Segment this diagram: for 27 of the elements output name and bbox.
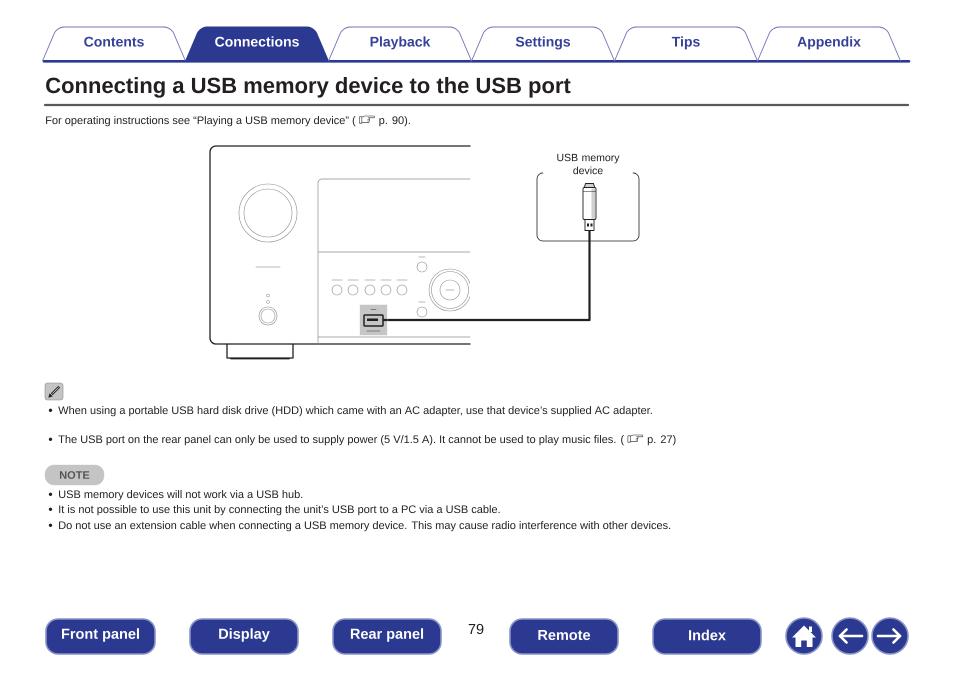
cable	[387, 230, 591, 322]
tab: Playback	[328, 26, 472, 62]
usb-flash-drive	[582, 183, 596, 231]
nav-button: Remote	[509, 618, 619, 655]
note-text: USB memory devices will not work via a USB hub.	[59, 490, 302, 500]
note-badge: NOTE	[44, 464, 104, 486]
tab: Contents	[42, 26, 186, 62]
nav-button: Display	[189, 618, 299, 655]
nav-button: Front panel	[45, 618, 156, 655]
page-number: 79	[468, 624, 484, 634]
intro-text: For operating instructions see “Playing a USB memory device” (	[46, 116, 356, 126]
nav-button: Index	[652, 618, 762, 655]
nav-button: Rear panel	[332, 618, 442, 655]
page-title: Connecting a USB memory device to the USB port	[46, 77, 571, 98]
receiver-drawing	[209, 145, 471, 360]
note-text: When using a portable USB hard disk drive (HDD) which came with an AC adapter, use that device’s supplied AC adapter.	[58, 406, 652, 416]
note-text: Do not use an extension cable when connecting a USB memory device. This may cause radio interference with other devices.	[59, 521, 670, 532]
tab: Connections	[185, 26, 329, 62]
page-reference: p. 90).	[379, 116, 410, 126]
note-text: The USB port on the rear panel can only be used to supply power (5 V/1.5 A). It cannot be used to play music files. (	[58, 435, 624, 446]
page-reference: p. 27)	[648, 435, 676, 446]
tab: Settings	[471, 26, 615, 62]
note-text: It is not possible to use this unit by connecting the unit’s USB port to a PC via a USB cable.	[59, 505, 500, 516]
tab: Tips	[614, 26, 758, 62]
usb-port	[360, 304, 388, 336]
device-box: USB memory device	[536, 154, 640, 242]
tab: Appendix	[757, 26, 901, 62]
